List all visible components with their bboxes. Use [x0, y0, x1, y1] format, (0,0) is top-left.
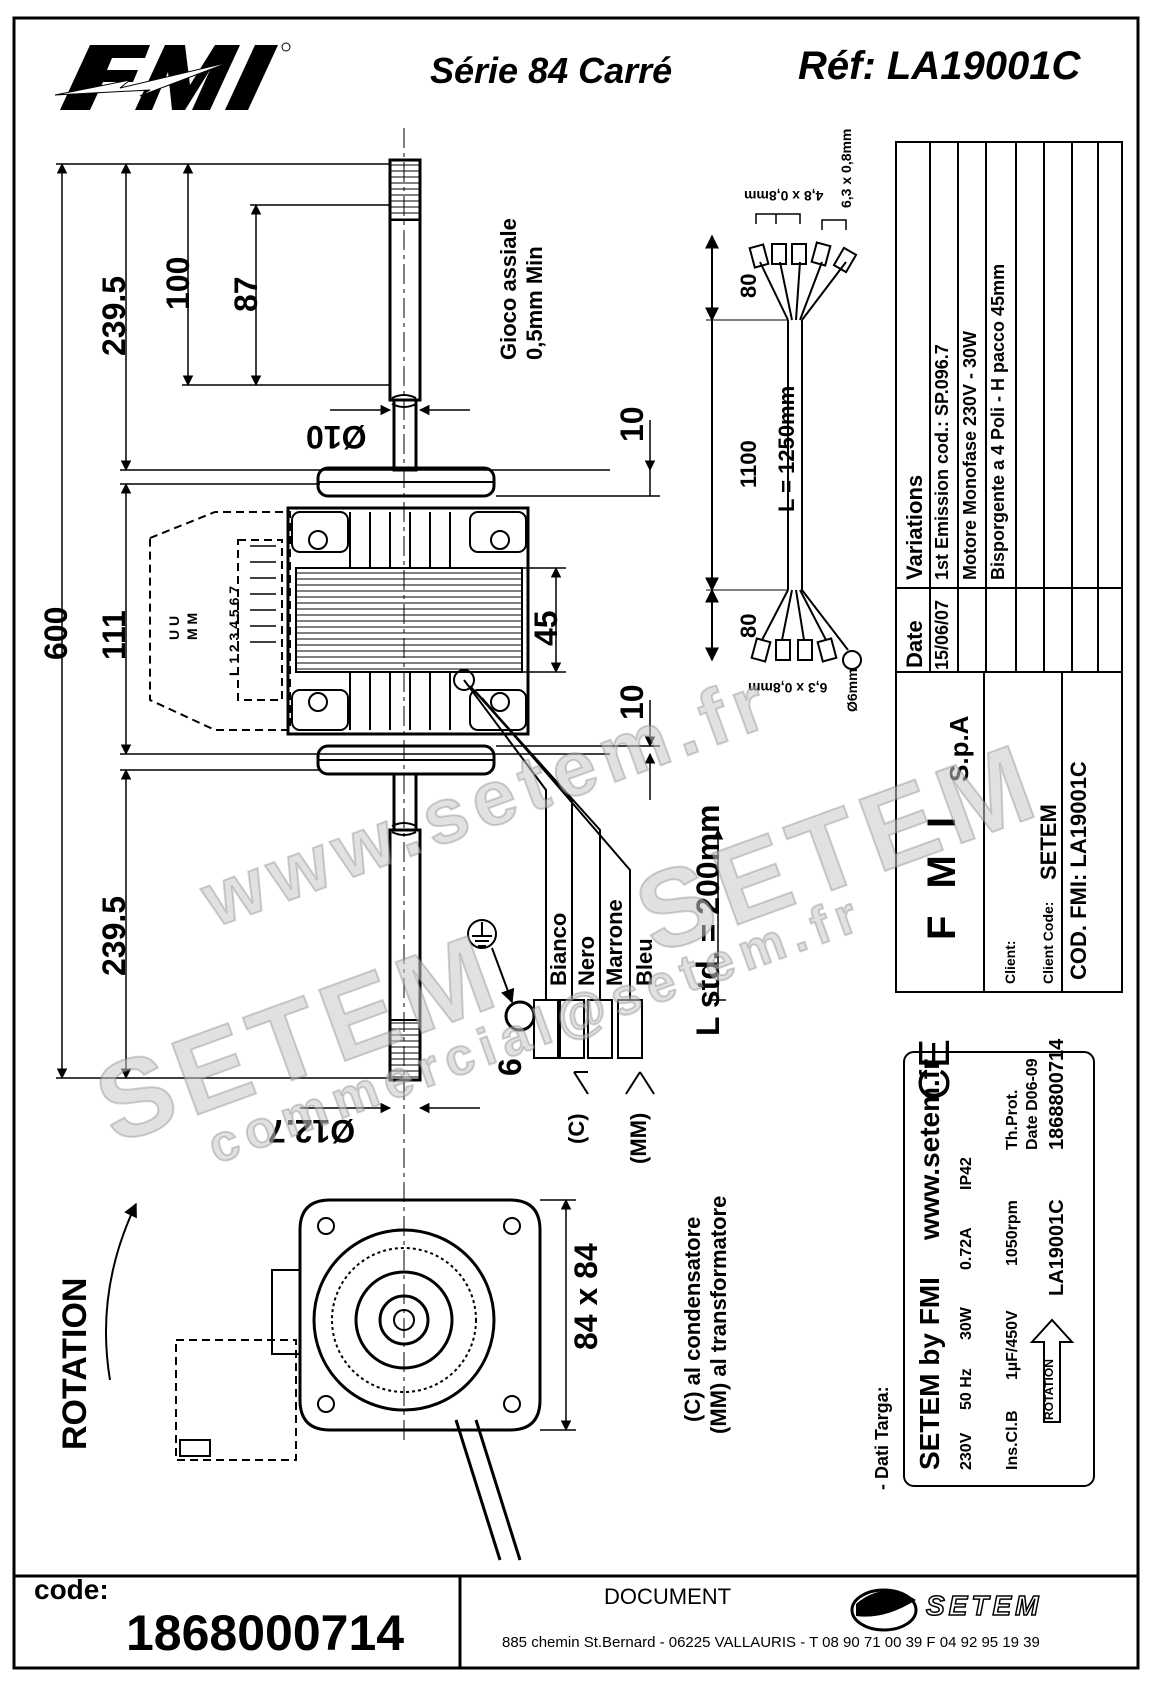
- code-value: 1868000714: [126, 1605, 405, 1661]
- date-header: Date: [902, 620, 927, 668]
- variations-table: [895, 141, 1123, 993]
- rotation-arrow: [105, 1202, 137, 1381]
- nameplate-box: [903, 1051, 1095, 1487]
- end-view: [175, 1198, 542, 1561]
- plate-power: 30W: [958, 1307, 975, 1340]
- wire-bianco: Bianco: [546, 912, 571, 986]
- dim-100: 100: [160, 256, 196, 310]
- reference-title: Réf: LA19001C: [798, 44, 1081, 88]
- dim-10-top: 10: [614, 406, 650, 442]
- dim-111: 111: [96, 610, 132, 660]
- ground-icon: [467, 919, 497, 949]
- dim-87: 87: [228, 276, 264, 312]
- plate-current: 0.72A: [958, 1227, 975, 1270]
- plate-rotation: ROTATION: [1042, 1359, 1056, 1420]
- fmi-logo: [54, 42, 291, 110]
- plate-code: 1868800714: [1046, 1038, 1068, 1150]
- variation-row3: Bisporgente a 4 Poli - H pacco 45mm: [988, 263, 1008, 580]
- stator-lamination: [295, 567, 523, 673]
- c-label: (C): [564, 1113, 589, 1144]
- ground-eyelet: [504, 1000, 536, 1032]
- plate-model: LA19001C: [1046, 1199, 1068, 1296]
- legend-mm: (MM) al transformatore: [706, 1195, 731, 1434]
- dim-239-top: 239.5: [96, 275, 132, 356]
- eyelet-spec: Ø6mm: [844, 668, 860, 712]
- term-spec-top2: 6,3 x 0,8mm: [838, 128, 854, 208]
- cod-fmi: COD. FMI: LA19001C: [1066, 761, 1091, 980]
- terminal-block: [149, 511, 291, 731]
- plate-voltage: 230V: [958, 1432, 975, 1470]
- terminal-numbers: L 1 2 3 4 5 6 7: [226, 585, 242, 676]
- dim-1100: 1100: [736, 440, 761, 488]
- address: 885 chemin St.Bernard - 06225 VALLAURIS …: [502, 1634, 1040, 1651]
- plate-thprot: Th.Prot.: [1004, 1089, 1021, 1150]
- code-box: [12, 1574, 462, 1670]
- terminal-m: M M: [184, 612, 200, 640]
- dim-80-top: 80: [736, 273, 761, 298]
- dim-phi10: Ø10: [306, 419, 367, 455]
- setem-logo: [850, 1588, 918, 1632]
- plate-frequency: 50 Hz: [958, 1368, 975, 1410]
- rotation-label: ROTATION: [56, 1277, 94, 1451]
- code-label: code:: [34, 1574, 109, 1605]
- plate-ip: IP42: [958, 1157, 975, 1190]
- plate-rpm: 1050rpm: [1004, 1200, 1021, 1266]
- cable-drawing: [705, 213, 862, 670]
- cable-length: L = 1250mm: [774, 385, 799, 512]
- series-title: Série 84 Carré: [430, 50, 673, 91]
- gioco-line1: Gioco assiale: [496, 218, 521, 360]
- variation-row1: 1st Emission cod.: SP.096.7: [932, 344, 952, 580]
- client-code-label: Client Code:: [1040, 901, 1056, 984]
- nameplate-rotation-arrow: [1029, 1318, 1075, 1423]
- variation-row2: Motore Monofase 230V - 30W: [960, 330, 980, 580]
- nameplate-label: - Dati Targa:: [872, 1386, 892, 1490]
- gioco-line2: 0,5mm Min: [522, 246, 547, 360]
- motor-leads: [463, 679, 631, 1000]
- variations-header: Variations: [902, 474, 927, 580]
- dim-84x84: 84 x 84: [568, 1243, 604, 1350]
- legend-c: (C) al condensatore: [680, 1216, 705, 1422]
- terminal-u: U U: [166, 615, 182, 640]
- dim-45: 45: [528, 610, 564, 646]
- document-label: DOCUMENT: [604, 1584, 732, 1609]
- shaft-top-flat: [389, 159, 421, 221]
- plate-date: Date D06-09: [1024, 1058, 1041, 1150]
- outer-frame: [12, 16, 1140, 1670]
- client-label: Client:: [1002, 940, 1018, 984]
- dim-80-bottom: 80: [736, 613, 761, 638]
- dim-239-bottom: 239.5: [96, 895, 132, 976]
- ce-mark: CE: [910, 1038, 959, 1100]
- setem-wordmark: SETEM: [925, 1589, 1043, 1622]
- mm-label: (MM): [626, 1112, 651, 1164]
- dim-600: 600: [38, 606, 74, 660]
- plate-insulation: Ins.Cl.B: [1004, 1410, 1021, 1470]
- plate-capacitor: 1µF/450V: [1004, 1310, 1021, 1380]
- nameplate-brand: SETEM by FMI: [914, 1277, 945, 1470]
- motor-body: [286, 506, 530, 736]
- date-row1: 15/06/07: [932, 599, 952, 670]
- term-spec-top: 4,8 x 0,8mm: [744, 188, 824, 204]
